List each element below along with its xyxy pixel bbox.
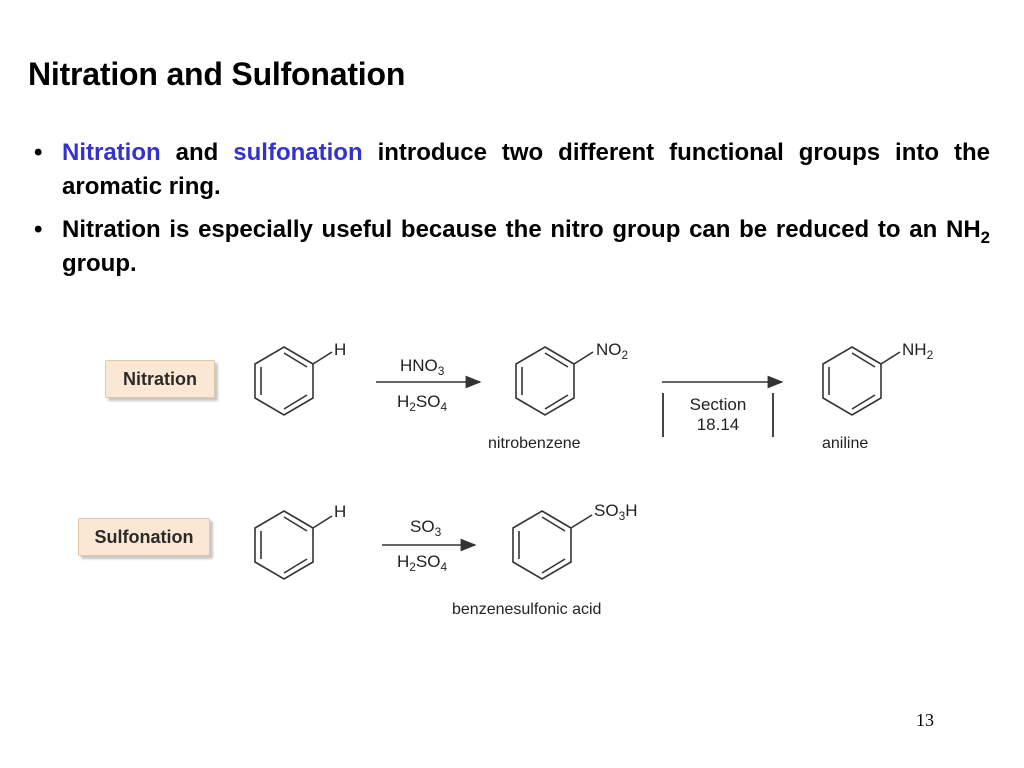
reagent-hno3: HNO3 — [400, 356, 445, 379]
reagent-so3: SO3 — [410, 517, 442, 540]
product-name-aniline: aniline — [822, 435, 869, 452]
bullet-item: Nitration and sulfonation introduce two … — [34, 136, 990, 204]
reagent-h2so4: H2SO4 — [397, 392, 448, 415]
bullet-item: Nitration is especially useful because t… — [34, 213, 990, 281]
nitration-label: Nitration — [105, 360, 215, 398]
amino-substituent: NH2 — [902, 340, 934, 363]
keyword-sulfonation: sulfonation — [233, 139, 363, 166]
bullet-text: group. — [62, 250, 137, 277]
section-label: Section — [689, 395, 747, 414]
hydrogen-substituent: H — [334, 340, 347, 359]
sulfonic-acid-substituent: SO3H — [594, 501, 638, 524]
benzene-ring — [254, 346, 333, 416]
hydrogen-substituent: H — [334, 502, 347, 521]
page-number: 13 — [916, 710, 934, 730]
nitro-substituent: NO2 — [596, 340, 629, 363]
bullet-list: Nitration and sulfonation introduce two … — [34, 136, 990, 290]
bullet-text: and — [160, 139, 234, 166]
benzene-ring — [822, 346, 901, 416]
benzene-ring — [515, 346, 594, 416]
slide-title: Nitration and Sulfonation — [28, 56, 406, 92]
sulfonation-label: Sulfonation — [78, 518, 210, 556]
reagent-h2so4: H2SO4 — [397, 552, 448, 575]
subscript: 2 — [980, 227, 990, 247]
benzene-ring — [512, 510, 593, 580]
bullet-text: Nitration is especially useful because t… — [62, 216, 981, 243]
keyword-nitration: Nitration — [62, 139, 161, 166]
section-reference: Section 18.14 — [662, 393, 774, 437]
benzene-ring — [254, 510, 333, 580]
section-number: 18.14 — [696, 415, 740, 434]
product-name-benzenesulfonic-acid: benzenesulfonic acid — [452, 601, 602, 618]
product-name-nitrobenzene: nitrobenzene — [488, 435, 581, 452]
bullet-text: introduce two different functional group… — [62, 139, 990, 200]
